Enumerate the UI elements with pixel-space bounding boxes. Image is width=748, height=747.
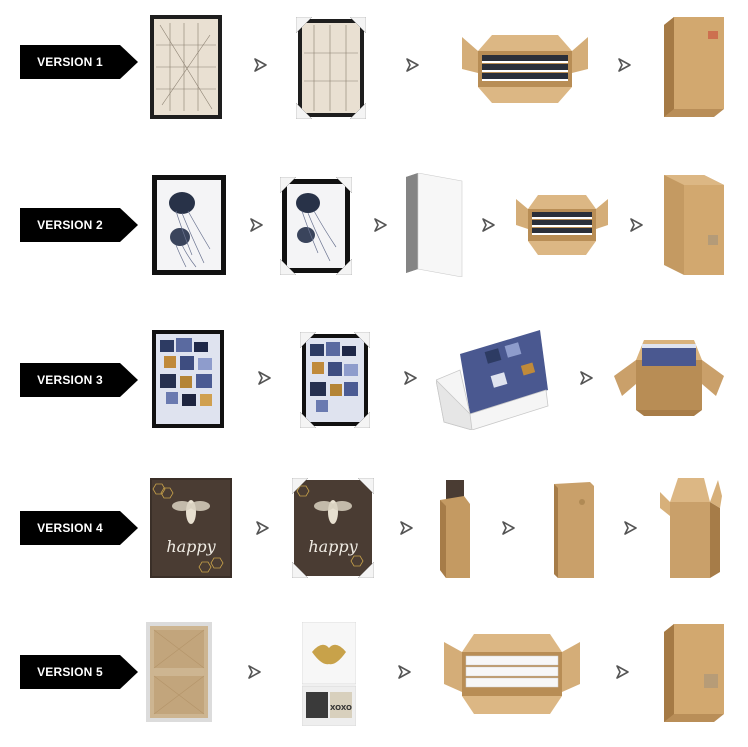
open-tall-box xyxy=(660,478,722,578)
arrow-icon xyxy=(246,664,262,680)
jellyfish-with-corner-protectors xyxy=(280,177,352,275)
version-5-row: VERSION 5 XOXO xyxy=(0,618,748,738)
version-1-label: VERSION 1 xyxy=(20,45,138,79)
arrow-icon xyxy=(622,520,638,536)
arrow-icon xyxy=(396,664,412,680)
display-tray-with-artwork xyxy=(436,330,549,430)
arrow-icon xyxy=(254,520,270,536)
arrow-icon xyxy=(628,217,644,233)
arrow-icon xyxy=(614,664,630,680)
arrow-icon xyxy=(500,520,516,536)
open-shipping-box xyxy=(444,634,580,714)
version-1-row: VERSION 1 xyxy=(0,5,748,125)
version-3-label: VERSION 3 xyxy=(20,363,138,397)
version-3-row: VERSION 3 xyxy=(0,322,748,442)
version-4-row: VERSION 4 happy happy xyxy=(0,470,748,590)
artwork-in-cardboard-sleeve xyxy=(440,480,470,578)
framed-jellyfish-artwork xyxy=(152,175,226,275)
arrow-icon xyxy=(372,217,388,233)
bee-happy-canvas: happy xyxy=(150,478,232,578)
version-4-label: VERSION 4 xyxy=(20,511,138,545)
arrow-icon xyxy=(256,370,272,386)
arrow-icon xyxy=(480,217,496,233)
arrow-icon xyxy=(616,57,632,73)
closed-shipping-box xyxy=(664,624,724,722)
closed-shipping-box xyxy=(664,17,724,117)
canvas-back-stretcher xyxy=(146,622,212,722)
version-2-label: VERSION 2 xyxy=(20,208,138,242)
arrow-icon xyxy=(578,370,594,386)
xoxo-stamp-text: XOXO xyxy=(330,704,352,712)
bee-happy-with-corner-protectors: happy xyxy=(292,478,374,578)
foam-sheet-wrap xyxy=(406,173,463,277)
arrow-icon xyxy=(252,57,268,73)
version-5-label: VERSION 5 xyxy=(20,655,138,689)
sealed-cardboard-mailer xyxy=(554,482,594,578)
open-shipping-box xyxy=(516,195,608,255)
map-with-corner-protectors xyxy=(296,17,366,119)
happy-script-text: happy xyxy=(166,537,216,556)
arrow-icon xyxy=(402,370,418,386)
framed-map-artwork xyxy=(150,15,222,119)
open-shipping-box xyxy=(614,340,724,416)
framed-abstract-artwork xyxy=(152,330,224,428)
happy-script-text: happy xyxy=(308,537,358,556)
arrow-icon xyxy=(248,217,264,233)
arrow-icon xyxy=(404,57,420,73)
arrow-icon xyxy=(398,520,414,536)
closed-shipping-box xyxy=(664,175,724,275)
version-2-row: VERSION 2 xyxy=(0,165,748,285)
gold-lips-canvas-stack: XOXO xyxy=(302,622,356,726)
abstract-with-corner-protectors xyxy=(300,332,370,428)
open-shipping-box xyxy=(462,35,588,103)
